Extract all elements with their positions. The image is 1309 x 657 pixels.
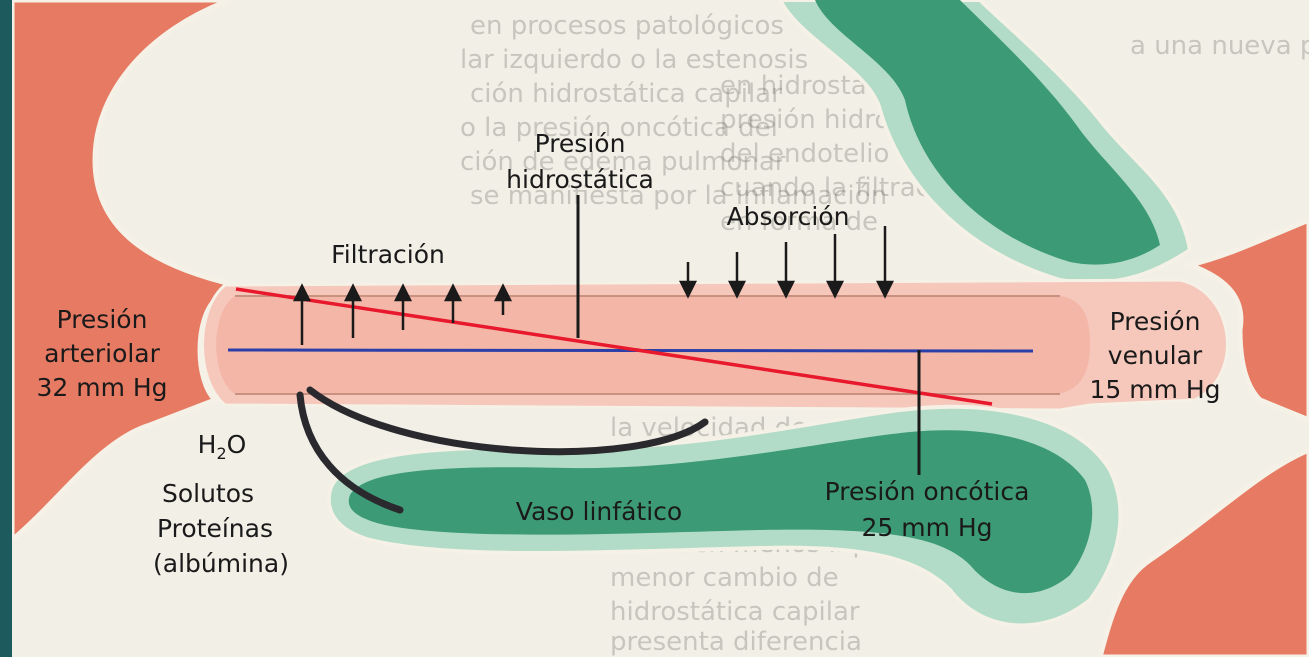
background-text-line: en procesos patológicos: [470, 11, 784, 41]
oncotic-value: 25 mm Hg: [861, 513, 992, 542]
venular-label-line2: venular: [1108, 341, 1203, 370]
albumin-label: (albúmina): [153, 549, 289, 578]
absorption-label: Absorción: [727, 202, 850, 231]
venular-label-line1: Presión: [1110, 307, 1201, 336]
hydrostatic-label-line2: hidrostática: [506, 165, 654, 194]
lymph-vessel-label: Vaso linfático: [516, 497, 682, 526]
background-text-line: menor cambio de: [610, 563, 839, 593]
background-text-line: hidrostática capilar: [610, 597, 860, 627]
oncotic-label: Presión oncótica: [825, 477, 1030, 506]
arteriolar-label-line1: Presión: [57, 305, 148, 334]
venular-value: 15 mm Hg: [1089, 375, 1220, 404]
hydrostatic-label-line1: Presión: [535, 129, 626, 158]
capillary-lumen: [216, 296, 1090, 394]
background-text-line: a una nueva presión: [1130, 31, 1309, 61]
solutes-label: Solutos: [162, 479, 254, 508]
background-text-line: presenta diferencia: [610, 627, 862, 657]
filtration-label: Filtración: [331, 240, 445, 269]
arteriolar-label-line2: arteriolar: [44, 339, 161, 368]
arteriolar-value: 32 mm Hg: [36, 373, 167, 402]
proteins-label: Proteínas: [157, 514, 273, 543]
